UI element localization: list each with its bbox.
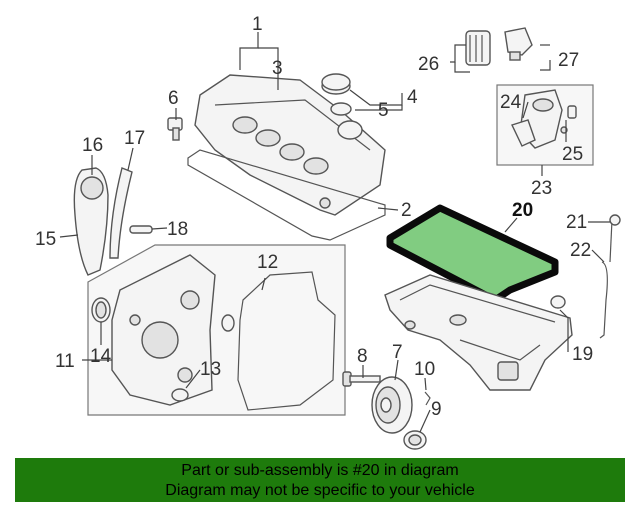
seal-ring[interactable] [171, 388, 189, 402]
banner-line-2: Diagram may not be specific to your vehi… [165, 482, 475, 499]
callout-18: 18 [167, 219, 188, 240]
timing-cover-upper[interactable] [73, 167, 109, 276]
callout-23: 23 [531, 178, 552, 199]
oil-filter[interactable] [465, 30, 491, 66]
leader-lines [59, 32, 610, 433]
front-cover[interactable] [111, 254, 216, 406]
dipstick[interactable] [609, 219, 613, 263]
bolt[interactable] [342, 371, 381, 387]
woodruff-key[interactable] [424, 391, 431, 406]
info-banner: Part or sub-assembly is #20 in diagram D… [15, 458, 625, 502]
callout-14: 14 [90, 346, 112, 367]
callout-24: 24 [500, 92, 522, 113]
sensor[interactable] [167, 117, 183, 141]
drain-plug[interactable] [550, 295, 566, 309]
callout-19: 19 [572, 344, 593, 365]
callout-6: 6 [168, 88, 179, 109]
oil-pan-gasket-highlight[interactable] [386, 204, 559, 304]
banner-line-1: Part or sub-assembly is #20 in diagram [181, 462, 459, 479]
callout-15: 15 [35, 229, 56, 250]
crankshaft-pulley[interactable] [371, 376, 413, 434]
callout-16: 16 [82, 135, 103, 156]
parts-diagram: 1 3 4 5 6 2 16 17 18 15 20 21 22 19 23 2… [35, 14, 621, 450]
dipstick-handle[interactable] [609, 214, 621, 226]
callout-26: 26 [418, 54, 439, 75]
callout-3: 3 [272, 58, 283, 79]
valve-cover[interactable] [194, 74, 386, 216]
callout-21: 21 [566, 212, 587, 233]
oil-pan[interactable] [384, 274, 573, 391]
callout-22: 22 [570, 240, 591, 261]
valve-cover-gasket[interactable] [187, 149, 386, 241]
callout-1: 1 [252, 14, 263, 35]
callout-5: 5 [378, 100, 389, 121]
crank-seal[interactable] [91, 297, 111, 323]
callout-7: 7 [392, 342, 403, 363]
callout-2: 2 [401, 200, 412, 221]
pressure-switch[interactable] [567, 105, 577, 119]
timing-chain-guide[interactable] [109, 167, 133, 259]
front-cover-gasket[interactable] [237, 271, 336, 411]
callout-4: 4 [407, 87, 418, 108]
oil-filler-cap[interactable] [321, 73, 351, 95]
callout-9: 9 [431, 399, 442, 420]
callout-10: 10 [414, 359, 435, 380]
oil-cap-seal[interactable] [330, 102, 352, 116]
small-seal[interactable] [221, 314, 235, 332]
callout-17: 17 [124, 128, 145, 149]
callout-11: 11 [55, 351, 75, 372]
callout-25: 25 [562, 144, 583, 165]
housing-gasket[interactable] [511, 119, 536, 147]
callout-27: 27 [558, 50, 579, 71]
callout-20: 20 [512, 200, 533, 221]
callout-12: 12 [257, 252, 278, 273]
guide-pin[interactable] [129, 225, 153, 234]
callout-8: 8 [357, 346, 368, 367]
pulley-seal[interactable] [403, 430, 427, 450]
dipstick-tube[interactable] [599, 261, 608, 339]
callout-13: 13 [200, 359, 221, 380]
oil-filter-cap[interactable] [504, 27, 533, 61]
